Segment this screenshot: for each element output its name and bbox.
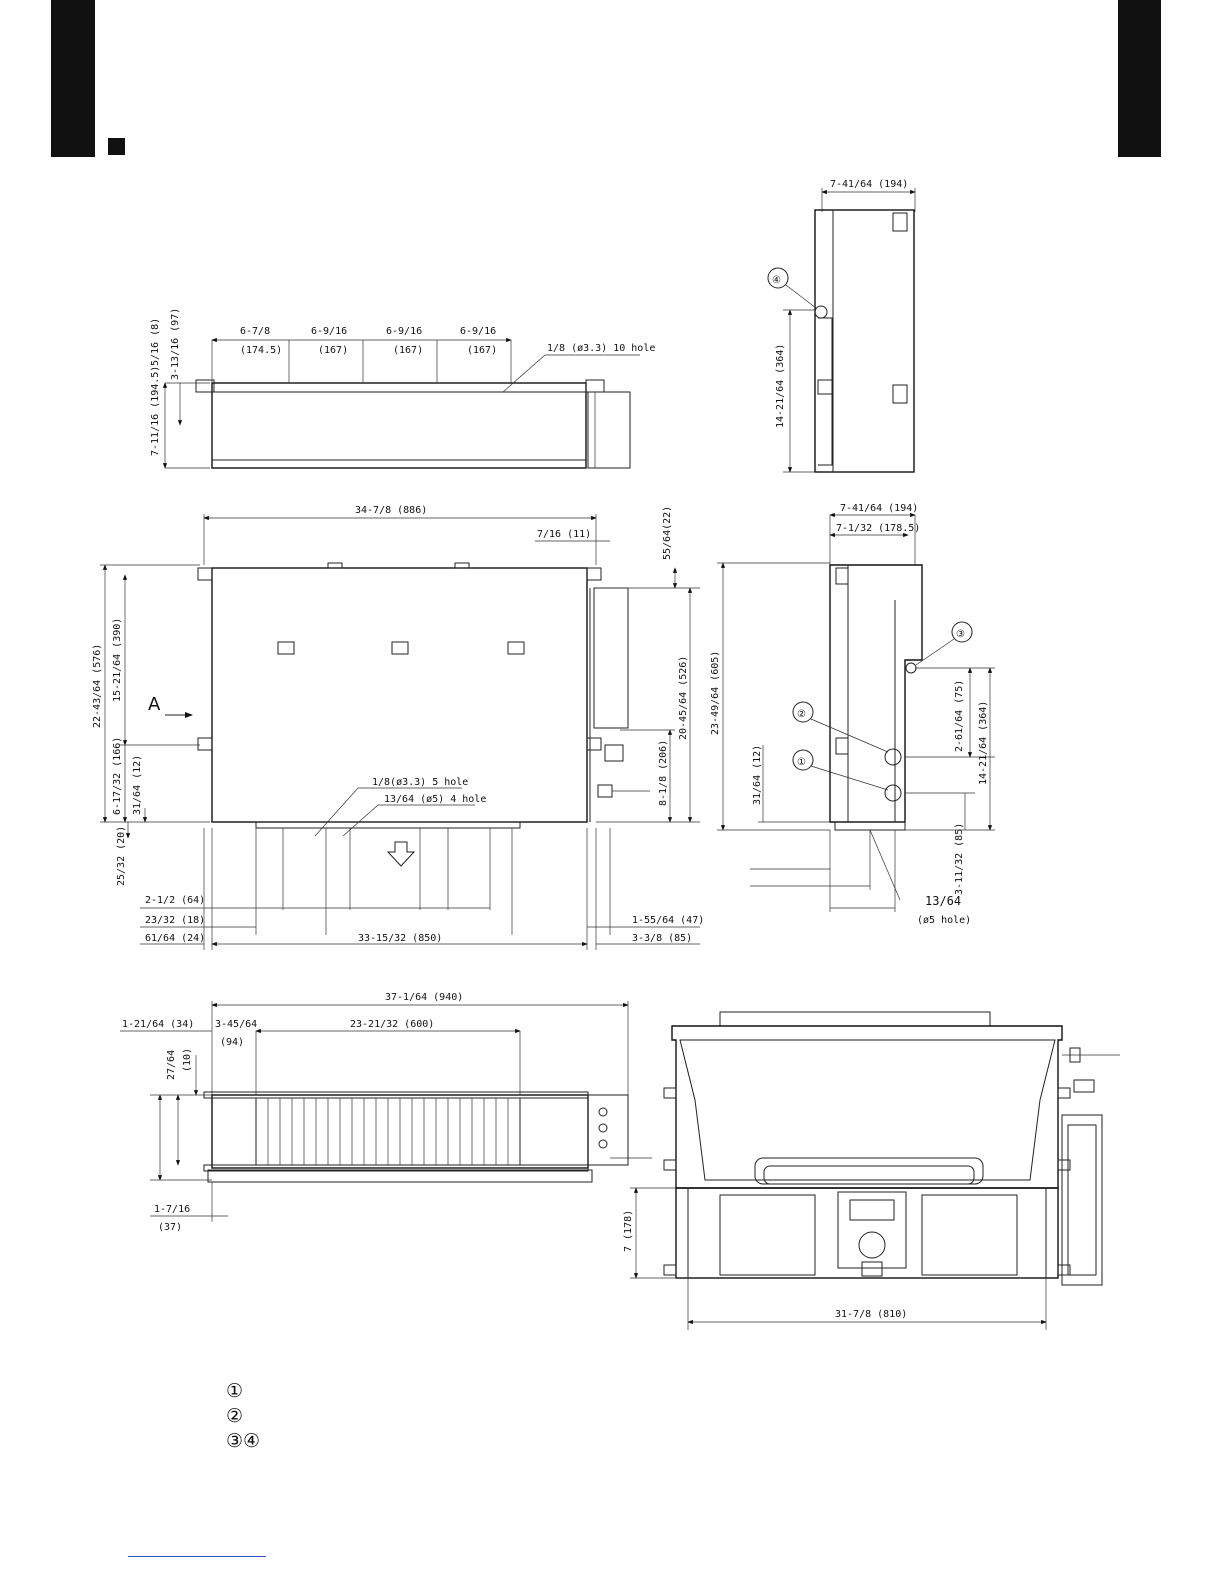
legend-item-34: ③④ [226,1430,261,1452]
rs-height: 23-49/64 (605) [710,651,721,735]
top-dim-3m: (167) [393,345,423,356]
footer-link-line [128,1556,266,1557]
plan-94b: (94) [220,1037,244,1048]
top-dim-1: 6-7/8 [240,326,270,337]
hole-4-label: 13/64 (ø5) 4 hole [384,794,486,805]
top-dim-1m: (174.5) [240,345,282,356]
side-height-label: 14-21/64 (364) [775,344,786,428]
bottom-dim-e: 1-55/64 (47) [632,915,704,926]
rs-w2: 7-1/32 (178.5) [836,523,920,534]
top-hole-label: 1/8 (ø3.3) 10 hole [547,343,655,354]
front-h3: 6-17/32 (166) [112,737,123,815]
plan-600: 23-21/32 (600) [350,1019,434,1030]
coil-fins [267,1098,509,1165]
front-r2: 8-1/8 (206) [658,740,669,806]
top-view: 6-7/8 (174.5) 6-9/16 (167) 6-9/16 (167) … [150,308,655,469]
front-55-label: 55/64(22) [662,506,673,560]
front-h1: 22-43/64 (576) [92,644,103,728]
bottom-dim-f: 3-3/8 (85) [632,933,692,944]
hole-5-label: 1/8(ø3.3) 5 hole [372,777,468,788]
top-v2: 3-13/16 (97) [170,308,181,380]
top-dim-4m: (167) [467,345,497,356]
top-dim-4: 6-9/16 [460,326,496,337]
plan-34: 1-21/64 (34) [122,1019,194,1030]
b-178: 7 (178) [623,1210,634,1252]
rs-hole: 13/64 [925,894,961,908]
rs-hole2: (ø5 hole) [917,915,971,926]
plan-view: 37-1/64 (940) 1-21/64 (34) 3-45/64 (94) … [120,992,652,1233]
bottom-dim-b: 23/32 (18) [145,915,205,926]
plan-27a: 27/64 [166,1050,177,1080]
marker-1: ① [797,757,806,768]
plan-37a: 1-7/16 [154,1204,190,1215]
rs-364: 14-21/64 (364) [978,701,989,785]
right-black-tab [1118,0,1161,157]
legend-item-2: ② [226,1405,244,1427]
bottom-dim-a: 2-1/2 (64) [145,895,205,906]
top-dim-3: 6-9/16 [386,326,422,337]
plan-94a: 3-45/64 [215,1019,257,1030]
rs-85: 3-11/32 (85) [954,823,965,895]
section-bullet [108,138,125,155]
bottom-dim-c: 61/64 (24) [145,933,205,944]
plan-940: 37-1/64 (940) [385,992,463,1003]
rs-75: 2-61/64 (75) [954,680,965,752]
plan-27b: (10) [182,1048,193,1072]
bottom-dim-d: 33-15/32 (850) [358,933,442,944]
front-gap-label: 7/16 (11) [537,529,591,540]
marker-2: ② [797,709,806,720]
legend-item-1: ① [226,1380,244,1402]
side-view: 7-41/64 (194) ④ 14-21/64 (364) [767,179,916,473]
front-r1: 20-45/64 (526) [678,656,689,740]
rs-12: 31/64 (12) [752,745,763,805]
right-side-view: 7-41/64 (194) 7-1/32 (178.5) ③ ② ① 23-49… [710,503,995,926]
perspective-view: 7 (178) 31-7/8 (810) [623,1011,1120,1330]
front-width-label: 34-7/8 (886) [355,505,427,516]
rs-w1: 7-41/64 (194) [840,503,918,514]
top-dim-2: 6-9/16 [311,326,347,337]
marker-4: ④ [772,275,781,286]
front-view: 34-7/8 (886) 7/16 (11) 55/64(22) A 22-43… [92,505,704,950]
left-black-tab [51,0,95,157]
front-h2: 15-21/64 (390) [112,618,123,702]
front-25-label: 25/32 (20) [116,826,127,886]
top-v3: 7-11/16 (194.5) [150,366,161,456]
front-h4: 31/64 (12) [132,755,143,815]
marker-3: ③ [956,629,965,640]
top-dim-2m: (167) [318,345,348,356]
plan-37b: (37) [158,1222,182,1233]
side-width-label: 7-41/64 (194) [830,179,908,190]
b-810: 31-7/8 (810) [835,1309,907,1320]
arrow-a-label: A [148,694,161,715]
top-v1: 5/16 (8) [150,318,161,366]
